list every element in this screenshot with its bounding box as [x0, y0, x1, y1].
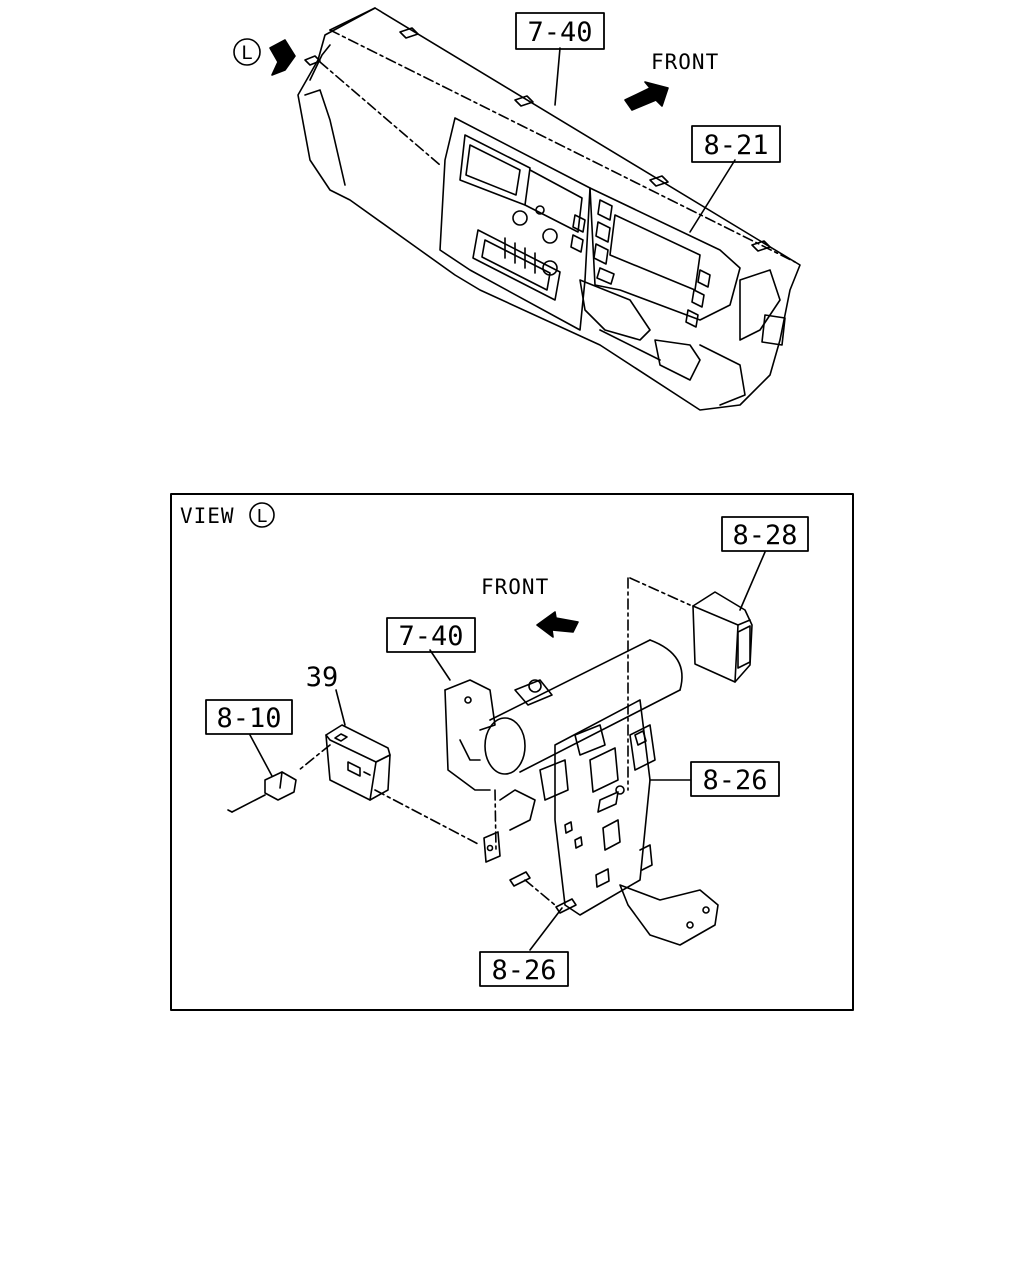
callout-7-40-detail: 7-40 [398, 621, 463, 652]
callout-7-40-top: 7-40 [527, 17, 592, 48]
callout-box-8-10 [205, 699, 293, 735]
instrument-panel-drawing [269, 7, 801, 411]
bracket-assembly-drawing [227, 551, 766, 951]
callout-8-10: 8-10 [216, 703, 281, 734]
callout-box-8-26-right [690, 761, 780, 797]
front-label-detail: FRONT [481, 575, 549, 599]
front-label-top: FRONT [651, 50, 719, 74]
callout-8-28: 8-28 [732, 520, 797, 551]
callout-box-7-40-detail [386, 617, 476, 653]
callout-39: 39 [306, 662, 339, 693]
callout-8-26-right: 8-26 [702, 765, 767, 796]
callout-8-21: 8-21 [703, 130, 768, 161]
callout-8-26-bottom: 8-26 [491, 955, 556, 986]
callout-box-8-26-bottom [479, 951, 569, 987]
view-marker-top: L [241, 42, 252, 64]
detail-view-frame [170, 493, 854, 1011]
callout-box-7-40-top [515, 12, 605, 50]
view-marker-detail: L [257, 506, 268, 527]
view-marker-circle-detail [249, 502, 275, 528]
callout-box-8-28 [721, 516, 809, 552]
callout-box-8-21 [691, 125, 781, 163]
detail-title: VIEW [180, 504, 235, 528]
view-marker-circle-top [233, 38, 261, 66]
